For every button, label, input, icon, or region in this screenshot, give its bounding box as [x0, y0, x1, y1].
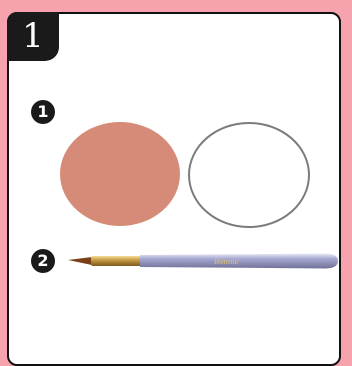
- marker-2-badge: 2: [31, 249, 55, 273]
- brush-handle-text: Bonnie: [213, 258, 239, 266]
- brush-ferrule: [91, 256, 141, 266]
- brush-illustration: Bonnie: [68, 253, 338, 269]
- color-swatch-filled: [60, 122, 180, 226]
- brush-bristles: [68, 257, 92, 265]
- step-number-badge: 1: [7, 12, 59, 61]
- brush-handle: [140, 253, 338, 269]
- marker-1-badge: 1: [31, 100, 55, 124]
- color-swatch-empty: [188, 122, 310, 228]
